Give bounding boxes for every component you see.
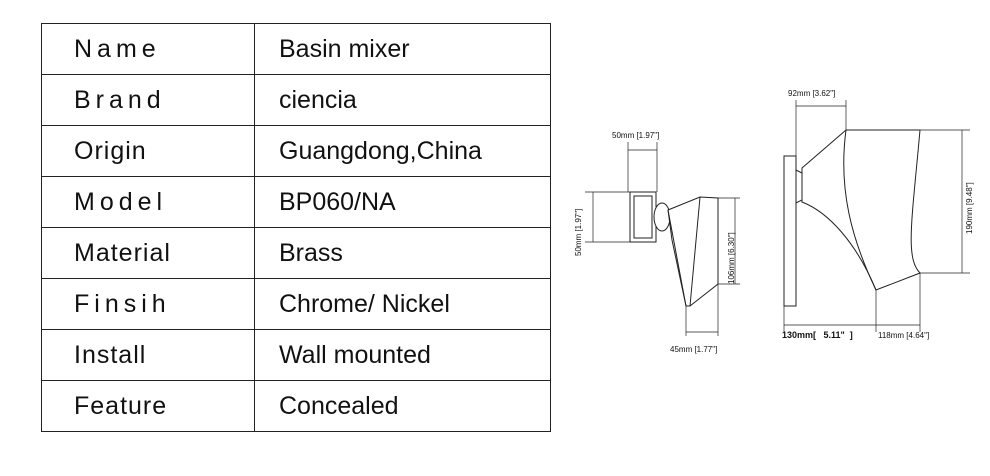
side-top-dim-label: 92mm [3.62"] <box>788 89 835 98</box>
front-bottom-dim-label: 45mm [1.77"] <box>670 345 717 354</box>
front-left-dim-label: 50mm [1.97"] <box>574 209 583 256</box>
spec-key-material: Material <box>41 227 255 279</box>
spec-value-origin: Guangdong,China <box>254 125 551 177</box>
spec-value-name: Basin mixer <box>254 23 551 75</box>
side-bottom-left-dim-label: 130mm[ 5.11" ] <box>782 330 853 340</box>
side-bottom-right-dim-label: 118mm [4.64"] <box>878 331 929 340</box>
spec-value-material: Brass <box>254 227 551 279</box>
spec-value-install: Wall mounted <box>254 329 551 381</box>
table-row: Finsih Chrome/ Nickel <box>41 278 551 330</box>
spec-key-name: Name <box>41 23 255 75</box>
front-view-faucet <box>629 191 719 307</box>
table-row: Material Brass <box>41 227 551 279</box>
table-row: Name Basin mixer <box>41 23 551 75</box>
side-view-faucet <box>783 129 921 307</box>
spec-value-finish: Chrome/ Nickel <box>254 278 551 330</box>
spec-value-brand: ciencia <box>254 74 551 126</box>
spec-key-finish: Finsih <box>41 278 255 330</box>
spec-key-feature: Feature <box>41 380 255 432</box>
side-height-dim-label: 190mm [9.48"] <box>965 182 974 234</box>
front-top-dim-label: 50mm [1.97"] <box>612 131 659 140</box>
table-row: Brand ciencia <box>41 74 551 126</box>
table-row: Origin Guangdong,China <box>41 125 551 177</box>
front-height-dim-label: 106mm [6.30"] <box>727 232 736 284</box>
table-row: Feature Concealed <box>41 380 551 432</box>
spec-key-model: Model <box>41 176 255 228</box>
dimension-drawing: 50mm [1.97"] 50mm [1.97"] 106mm [6.30"] … <box>574 89 974 354</box>
spec-key-install: Install <box>41 329 255 381</box>
spec-key-origin: Origin <box>41 125 255 177</box>
table-row: Install Wall mounted <box>41 329 551 381</box>
spec-key-brand: Brand <box>41 74 255 126</box>
spec-value-model: BP060/NA <box>254 176 551 228</box>
table-row: Model BP060/NA <box>41 176 551 228</box>
spec-value-feature: Concealed <box>254 380 551 432</box>
spec-table: Name Basin mixer Brand ciencia Origin Gu… <box>41 23 551 432</box>
